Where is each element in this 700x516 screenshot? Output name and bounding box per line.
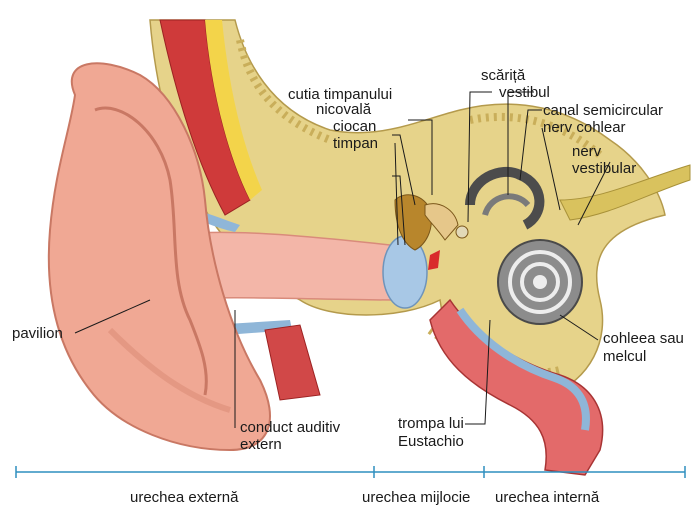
label-cutia-timpanului: cutia timpanului [288, 86, 392, 103]
label-conduct-auditiv: conduct auditiv [240, 419, 341, 436]
label-extern: extern [240, 436, 282, 453]
label-ciocan: ciocan [333, 118, 376, 135]
pinna-lobe-shade [107, 327, 231, 413]
label-pavilion: pavilion [12, 325, 63, 342]
label-nerv-cohlear: nerv cohlear [543, 119, 626, 136]
pinna-inner-fold [94, 106, 208, 396]
region-urechea-interna: urechea internă [495, 489, 600, 506]
label-vestibul: vestibul [499, 84, 550, 101]
label-eustachio: Eustachio [398, 433, 464, 450]
region-urechea-mijlocie: urechea mijlocie [362, 489, 470, 506]
cochlea-turn-2 [520, 262, 560, 302]
semicircular-canal [465, 166, 545, 230]
ossicle-stirrup [455, 225, 469, 239]
pinna [47, 62, 271, 452]
fat-strip [205, 20, 262, 200]
region-scale [15, 466, 686, 478]
label-melcul: melcul [603, 348, 646, 365]
cochlea-turn-1 [508, 250, 572, 314]
label-canal-semicircular: canal semicircular [543, 102, 663, 119]
cochlea-turn-3 [533, 275, 547, 289]
canal-cartilage [264, 324, 321, 401]
label-nerv: nerv [572, 143, 602, 160]
ossicle-anvil [424, 203, 459, 241]
label-scarita: scăriță [481, 67, 526, 84]
label-nicovala: nicovală [316, 101, 372, 118]
label-vestibular: vestibular [572, 160, 636, 177]
label-cohleea-sau: cohleea sau [603, 330, 684, 347]
eustachian-lining [456, 307, 590, 431]
label-timpan: timpan [333, 135, 378, 152]
semicircular-canal-2 [482, 193, 531, 217]
region-urechea-externa: urechea externă [130, 489, 239, 506]
middle-ear-red [428, 250, 440, 270]
auditory-nerve [559, 164, 691, 221]
leader-lines [74, 91, 611, 428]
label-trompa-lui: trompa lui [398, 415, 464, 432]
